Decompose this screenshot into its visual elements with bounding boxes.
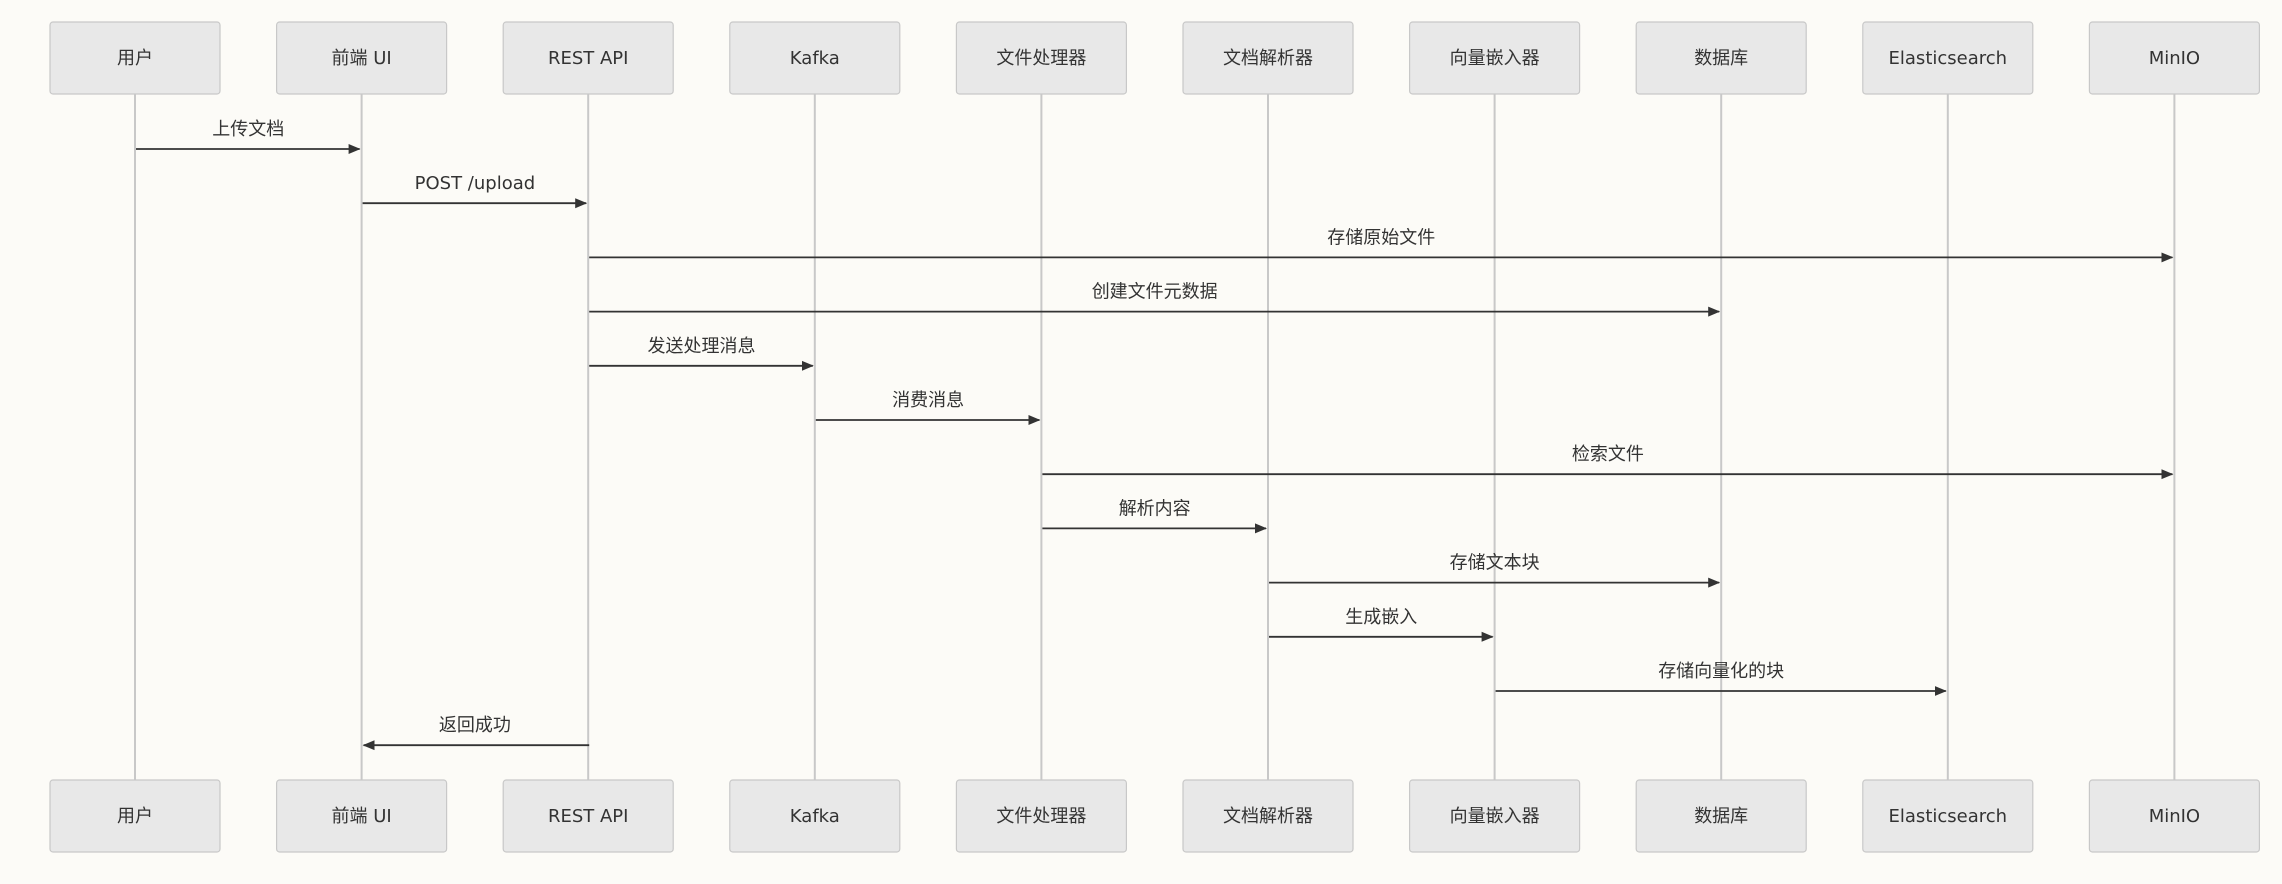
actor-label: Kafka [790, 806, 840, 827]
message-label: 检索文件 [1572, 444, 1644, 465]
actor-label: 前端 UI [331, 806, 391, 827]
message-1: 上传文档 [136, 119, 361, 154]
actor-label: REST API [548, 806, 629, 827]
actor-minio-top: MinIO [2088, 21, 2260, 95]
actor-embedder-top: 向量嵌入器 [1408, 21, 1581, 95]
actor-frontend-bottom: 前端 UI [276, 779, 448, 853]
message-2: POST /upload [362, 173, 588, 209]
actor-box [1635, 21, 1807, 95]
actor-es-bottom: Elasticsearch [1862, 779, 2034, 853]
actor-label: 用户 [117, 48, 153, 69]
actor-label: MinIO [2149, 48, 2200, 69]
actor-label: 文件处理器 [996, 48, 1086, 69]
actor-box [729, 779, 901, 853]
actor-label: 向量嵌入器 [1450, 806, 1540, 827]
message-label: 解析内容 [1119, 498, 1191, 519]
actor-label: 用户 [117, 806, 153, 827]
actor-db-top: 数据库 [1635, 21, 1807, 95]
actor-box [1862, 779, 2034, 853]
actor-box [276, 21, 448, 95]
actor-box [1635, 779, 1807, 853]
message-9: 存储文本块 [1269, 553, 1721, 588]
actor-label: 数据库 [1694, 806, 1748, 827]
actor-label: 文档解析器 [1223, 48, 1313, 69]
actor-label: Elasticsearch [1889, 806, 2008, 827]
actor-box [955, 779, 1128, 853]
actor-fileproc-bottom: 文件处理器 [955, 779, 1128, 853]
actor-kafka-bottom: Kafka [729, 779, 901, 853]
actor-box [49, 779, 221, 853]
actor-label: 文件处理器 [996, 806, 1086, 827]
actor-user-bottom: 用户 [49, 779, 221, 853]
actor-box [729, 21, 901, 95]
actor-box [502, 21, 674, 95]
actor-box [2088, 21, 2260, 95]
actor-es-top: Elasticsearch [1862, 21, 2034, 95]
message-8: 解析内容 [1042, 498, 1267, 534]
actor-parser-bottom: 文档解析器 [1182, 779, 1354, 853]
actor-label: 数据库 [1694, 48, 1748, 69]
message-3: 存储原始文件 [589, 227, 2174, 263]
message-11: 存储向量化的块 [1495, 661, 1947, 696]
actor-label: 前端 UI [331, 48, 391, 69]
actor-fileproc-top: 文件处理器 [955, 21, 1128, 95]
message-label: 生成嵌入 [1345, 607, 1417, 628]
actor-label: REST API [548, 48, 629, 69]
actor-box [1862, 21, 2034, 95]
message-label: 存储文本块 [1450, 553, 1540, 574]
actor-box [2088, 779, 2260, 853]
actor-box [1408, 21, 1581, 95]
message-5: 发送处理消息 [589, 336, 814, 371]
actor-frontend-top: 前端 UI [276, 21, 448, 95]
actor-db-bottom: 数据库 [1635, 779, 1807, 853]
actor-box [955, 21, 1128, 95]
message-6: 消费消息 [815, 390, 1041, 425]
actor-box [502, 779, 674, 853]
message-label: 存储原始文件 [1327, 227, 1435, 248]
message-label: 返回成功 [439, 715, 511, 736]
actor-box [49, 21, 221, 95]
actor-minio-bottom: MinIO [2088, 779, 2260, 853]
actor-label: MinIO [2149, 806, 2200, 827]
actor-embedder-bottom: 向量嵌入器 [1408, 779, 1581, 853]
message-10: 生成嵌入 [1269, 607, 1494, 642]
actor-rest-bottom: REST API [502, 779, 674, 853]
actor-box [1182, 21, 1354, 95]
message-label: 创建文件元数据 [1092, 282, 1218, 303]
actor-box [1408, 779, 1581, 853]
message-7: 检索文件 [1042, 444, 2174, 480]
actor-label: 文档解析器 [1223, 806, 1313, 827]
actor-box [276, 779, 448, 853]
message-label: POST /upload [415, 173, 536, 194]
actor-kafka-top: Kafka [729, 21, 901, 95]
actor-label: Kafka [790, 48, 840, 69]
actor-label: Elasticsearch [1889, 48, 2008, 69]
actor-box [1182, 779, 1354, 853]
message-label: 存储向量化的块 [1658, 661, 1784, 682]
actor-label: 向量嵌入器 [1450, 48, 1540, 69]
actor-parser-top: 文档解析器 [1182, 21, 1354, 95]
actor-user-top: 用户 [49, 21, 221, 95]
message-12: 返回成功 [362, 715, 590, 751]
message-label: 上传文档 [212, 119, 284, 140]
message-4: 创建文件元数据 [589, 282, 1721, 317]
message-label: 发送处理消息 [648, 336, 756, 357]
actor-rest-top: REST API [502, 21, 674, 95]
message-label: 消费消息 [892, 390, 964, 411]
